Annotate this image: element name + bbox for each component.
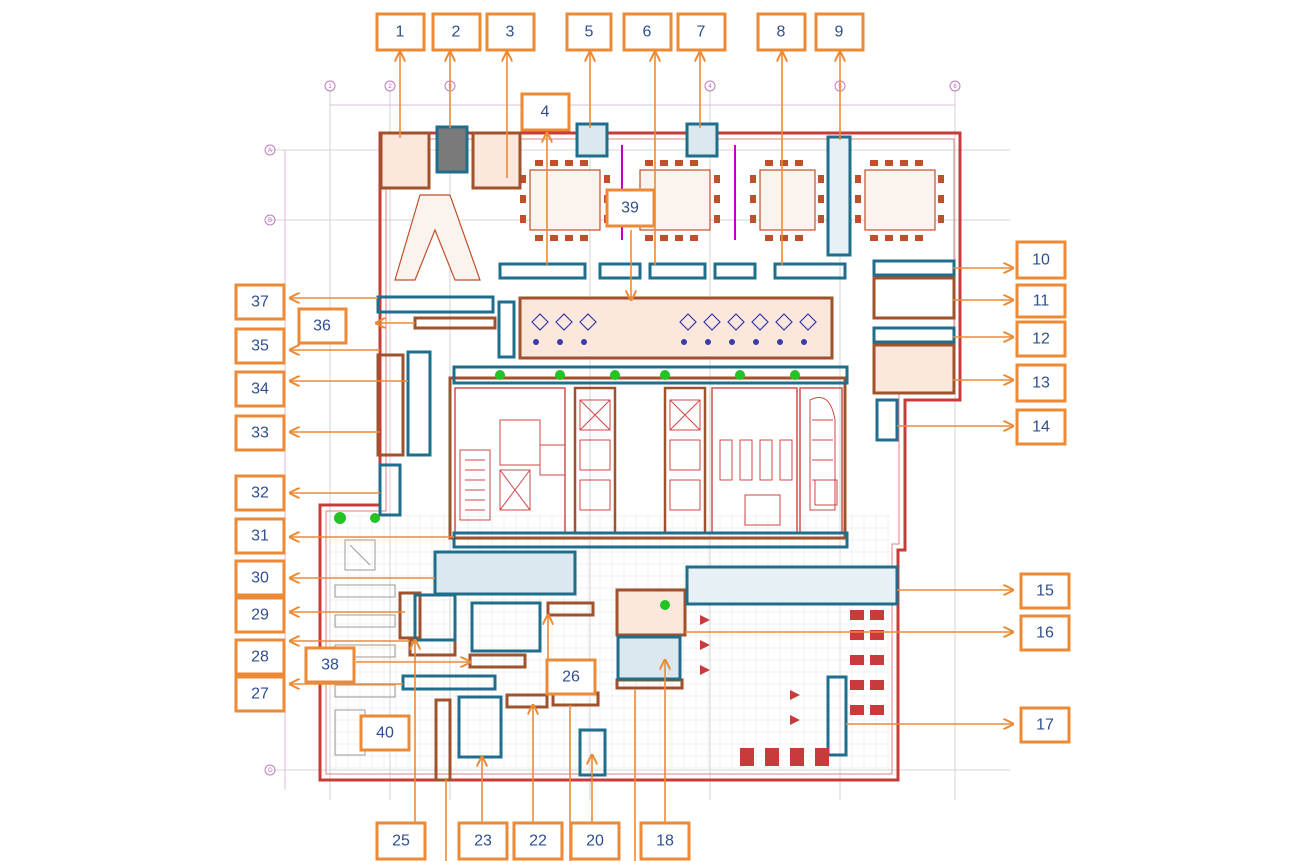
callout-29: 29 xyxy=(234,596,286,634)
callout-28: 28 xyxy=(234,638,286,676)
callout-38: 38 xyxy=(304,646,356,684)
callout-10: 10 xyxy=(1015,240,1067,280)
callout-14: 14 xyxy=(1015,408,1067,446)
callout-15: 15 xyxy=(1019,572,1071,610)
callout-11: 11 xyxy=(1015,283,1067,319)
svg-text:27: 27 xyxy=(251,686,269,703)
callout-26: 26 xyxy=(545,658,597,696)
callout-32: 32 xyxy=(234,474,286,512)
grid-bubble-col-2: 2 xyxy=(388,84,392,90)
callout-34: 34 xyxy=(234,370,286,408)
svg-text:35: 35 xyxy=(251,338,269,355)
callout-2: 2 xyxy=(431,12,482,52)
callout-39: 39 xyxy=(605,188,656,228)
callout-13: 13 xyxy=(1015,363,1067,403)
callout-7: 7 xyxy=(676,12,727,52)
callout-35: 35 xyxy=(234,327,286,365)
svg-text:17: 17 xyxy=(1036,717,1054,734)
callout-8: 8 xyxy=(756,12,807,52)
svg-text:29: 29 xyxy=(251,607,269,624)
grid-bubble-col-6: 6 xyxy=(953,84,957,90)
callout-6: 6 xyxy=(622,12,673,52)
svg-text:6: 6 xyxy=(643,24,652,41)
svg-text:40: 40 xyxy=(376,725,394,742)
svg-text:23: 23 xyxy=(474,833,492,850)
callout-22: 22 xyxy=(512,821,564,861)
svg-text:5: 5 xyxy=(585,24,594,41)
svg-text:37: 37 xyxy=(251,294,269,311)
svg-text:22: 22 xyxy=(529,833,547,850)
room-highlights-brown xyxy=(376,131,956,782)
room-highlights-teal xyxy=(376,122,956,777)
svg-text:14: 14 xyxy=(1032,419,1050,436)
svg-text:39: 39 xyxy=(621,200,639,217)
svg-text:12: 12 xyxy=(1032,331,1050,348)
floor-tile-pattern xyxy=(330,515,890,770)
svg-text:3: 3 xyxy=(506,24,515,41)
grid-bubble-col-4: 4 xyxy=(708,84,712,90)
svg-text:8: 8 xyxy=(777,24,786,41)
svg-text:25: 25 xyxy=(392,833,410,850)
svg-text:13: 13 xyxy=(1032,375,1050,392)
callout-labels: 1 2 3 4 5 6 7 8 9 39 10 11 12 13 14 15 1… xyxy=(234,12,1071,861)
callout-17: 17 xyxy=(1019,706,1071,744)
grid-bubble-row-b: B xyxy=(268,218,272,224)
callout-9: 9 xyxy=(814,12,865,52)
svg-text:20: 20 xyxy=(586,833,604,850)
callout-18: 18 xyxy=(639,821,691,861)
cafe-seating xyxy=(700,610,884,766)
meeting-room-tables xyxy=(394,169,936,281)
grid-bubble-col-1: 1 xyxy=(328,84,332,90)
svg-text:18: 18 xyxy=(656,833,674,850)
callout-36: 36 xyxy=(297,307,348,345)
svg-text:2: 2 xyxy=(452,24,461,41)
svg-text:30: 30 xyxy=(251,570,269,587)
svg-text:15: 15 xyxy=(1036,583,1054,600)
callout-1: 1 xyxy=(375,12,426,52)
callout-5: 5 xyxy=(565,12,613,52)
svg-text:16: 16 xyxy=(1036,625,1054,642)
callout-40: 40 xyxy=(359,714,411,752)
svg-text:26: 26 xyxy=(562,669,580,686)
building-core xyxy=(448,376,847,540)
callout-4: 4 xyxy=(520,92,571,132)
leader-lines xyxy=(290,52,1013,861)
callout-31: 31 xyxy=(234,517,286,555)
callout-37: 37 xyxy=(234,283,286,321)
callout-20: 20 xyxy=(569,821,621,861)
green-markers xyxy=(334,370,800,610)
svg-text:4: 4 xyxy=(541,104,550,121)
svg-text:36: 36 xyxy=(313,318,331,335)
svg-text:1: 1 xyxy=(396,24,405,41)
callout-27: 27 xyxy=(234,675,286,713)
svg-text:11: 11 xyxy=(1033,293,1050,310)
callout-30: 30 xyxy=(234,559,286,597)
svg-text:7: 7 xyxy=(697,24,706,41)
svg-text:28: 28 xyxy=(251,649,269,666)
grid-bubble-row-a: A xyxy=(268,148,272,154)
svg-text:10: 10 xyxy=(1032,252,1050,269)
callout-23: 23 xyxy=(457,821,509,861)
grid-bubble-row-c: C xyxy=(268,768,273,774)
svg-text:38: 38 xyxy=(321,657,339,674)
callout-3: 3 xyxy=(485,12,536,52)
callout-16: 16 xyxy=(1019,614,1071,652)
svg-text:32: 32 xyxy=(251,485,269,502)
svg-text:34: 34 xyxy=(251,381,269,398)
svg-text:31: 31 xyxy=(251,528,269,545)
svg-text:33: 33 xyxy=(251,425,269,442)
open-workspace xyxy=(518,296,834,360)
svg-text:9: 9 xyxy=(835,24,844,41)
callout-33: 33 xyxy=(234,414,286,452)
callout-12: 12 xyxy=(1015,320,1067,358)
callout-25: 25 xyxy=(375,821,427,861)
